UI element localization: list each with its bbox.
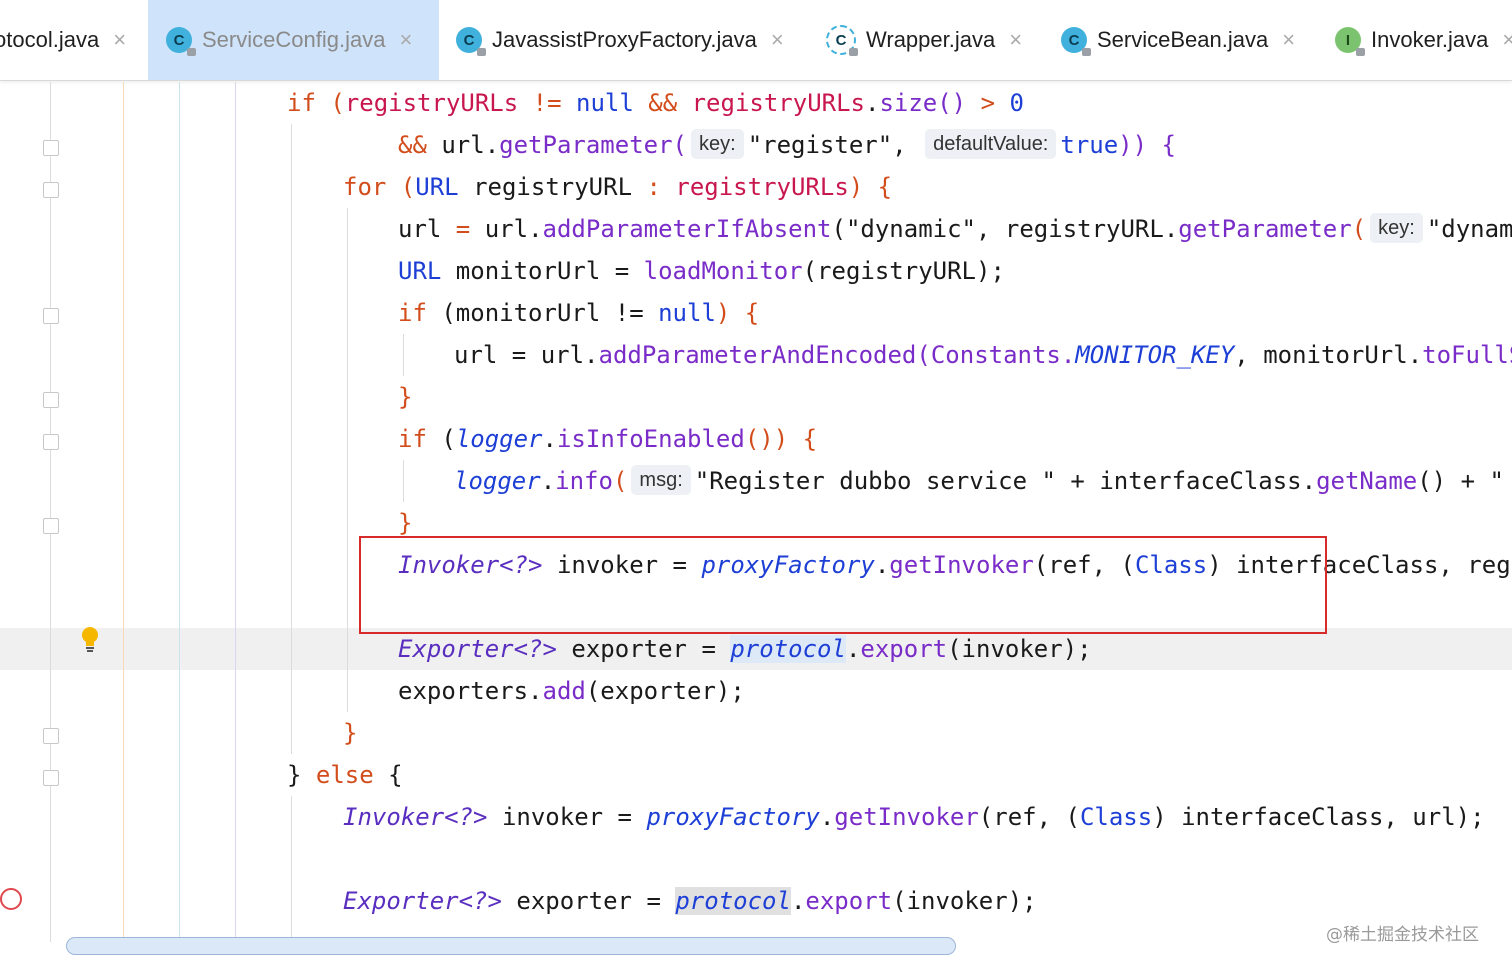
highlight-box [359, 536, 1327, 634]
close-icon[interactable]: × [113, 27, 127, 52]
watermark: @稀土掘金技术社区 [1326, 925, 1479, 945]
code-line: exporters.add(exporter); [398, 677, 745, 705]
parameter-hint: key: [691, 129, 744, 159]
tab-javassist-proxy-factory[interactable]: C JavassistProxyFactory.java × [456, 0, 784, 80]
code-line: } else { [287, 761, 403, 789]
code-line: logger.info(msg:"Register dubbo service … [454, 465, 1504, 495]
code-line: && url.getParameter(key:"register", defa… [398, 129, 1176, 159]
indent-guide [235, 82, 236, 942]
close-icon[interactable]: × [770, 27, 784, 52]
code-line: URL monitorUrl = loadMonitor(registryURL… [398, 257, 1005, 285]
fold-marker-icon[interactable] [43, 140, 59, 156]
code-line: } [343, 719, 358, 747]
close-icon[interactable]: × [1502, 27, 1512, 52]
parameter-hint: key: [1370, 213, 1423, 243]
code-line: } [398, 383, 413, 411]
class-icon: C [166, 27, 196, 56]
fold-marker-icon[interactable] [43, 518, 59, 534]
tab-label: ServiceConfig.java [202, 27, 386, 52]
close-icon[interactable]: × [399, 27, 413, 52]
code-line: for (URL registryURL : registryURLs) { [343, 173, 893, 201]
code-editor[interactable]: if (registryURLs != null && registryURLs… [0, 82, 1512, 942]
code-line: } [398, 509, 413, 537]
fold-marker-icon[interactable] [43, 434, 59, 450]
code-line: Invoker<?> invoker = proxyFactory.getInv… [398, 551, 1512, 579]
indent-guide [403, 334, 404, 376]
code-line: if (registryURLs != null && registryURLs… [287, 89, 1024, 117]
indent-guide [179, 82, 180, 942]
fold-marker-icon[interactable] [43, 728, 59, 744]
code-line: url = url.addParameterAndEncoded(Constan… [454, 341, 1512, 369]
fold-marker-icon[interactable] [43, 392, 59, 408]
parameter-hint: msg: [631, 465, 691, 495]
indent-guide [291, 796, 292, 942]
indent-guide [123, 82, 124, 942]
class-icon: C [1061, 27, 1091, 56]
tab-invoker[interactable]: I Invoker.java × [1335, 0, 1512, 80]
tab-service-config[interactable]: C ServiceConfig.java × [148, 0, 439, 80]
breakpoint-icon[interactable] [0, 888, 22, 910]
gutter-divider [50, 82, 51, 942]
code-line: Exporter<?> exporter = protocol.export(i… [343, 887, 1037, 915]
code-line: if (monitorUrl != null) { [398, 299, 760, 327]
interface-icon: I [1335, 27, 1365, 56]
tab-label: Invoker.java [1371, 27, 1489, 52]
fold-marker-icon[interactable] [43, 308, 59, 324]
tab-label: Wrapper.java [866, 27, 996, 52]
tab-label: otocol.java [0, 27, 100, 52]
parameter-hint: defaultValue: [925, 129, 1057, 159]
tab-wrapper[interactable]: C Wrapper.java × [826, 0, 1022, 80]
indent-guide [403, 460, 404, 502]
code-line: url = url.addParameterIfAbsent("dynamic"… [398, 213, 1512, 243]
close-icon[interactable]: × [1009, 27, 1023, 52]
lightbulb-icon[interactable] [80, 626, 100, 654]
close-icon[interactable]: × [1282, 27, 1296, 52]
tab-protocol[interactable]: otocol.java × [0, 0, 148, 80]
tab-service-bean[interactable]: C ServiceBean.java × [1061, 0, 1295, 80]
code-line: Exporter<?> exporter = protocol.export(i… [398, 635, 1092, 663]
code-line: if (logger.isInfoEnabled()) { [398, 425, 818, 453]
class-icon: C [456, 27, 486, 56]
horizontal-scrollbar[interactable] [66, 937, 956, 955]
fold-marker-icon[interactable] [43, 770, 59, 786]
indent-guide [347, 208, 348, 712]
code-line: Invoker<?> invoker = proxyFactory.getInv… [343, 803, 1485, 831]
fold-marker-icon[interactable] [43, 182, 59, 198]
indent-guide [291, 124, 292, 754]
tab-label: JavassistProxyFactory.java [492, 27, 757, 52]
abstract-class-icon: C [826, 25, 858, 56]
tab-label: ServiceBean.java [1097, 27, 1269, 52]
editor-tab-bar: otocol.java × C ServiceConfig.java × C J… [0, 0, 1512, 81]
